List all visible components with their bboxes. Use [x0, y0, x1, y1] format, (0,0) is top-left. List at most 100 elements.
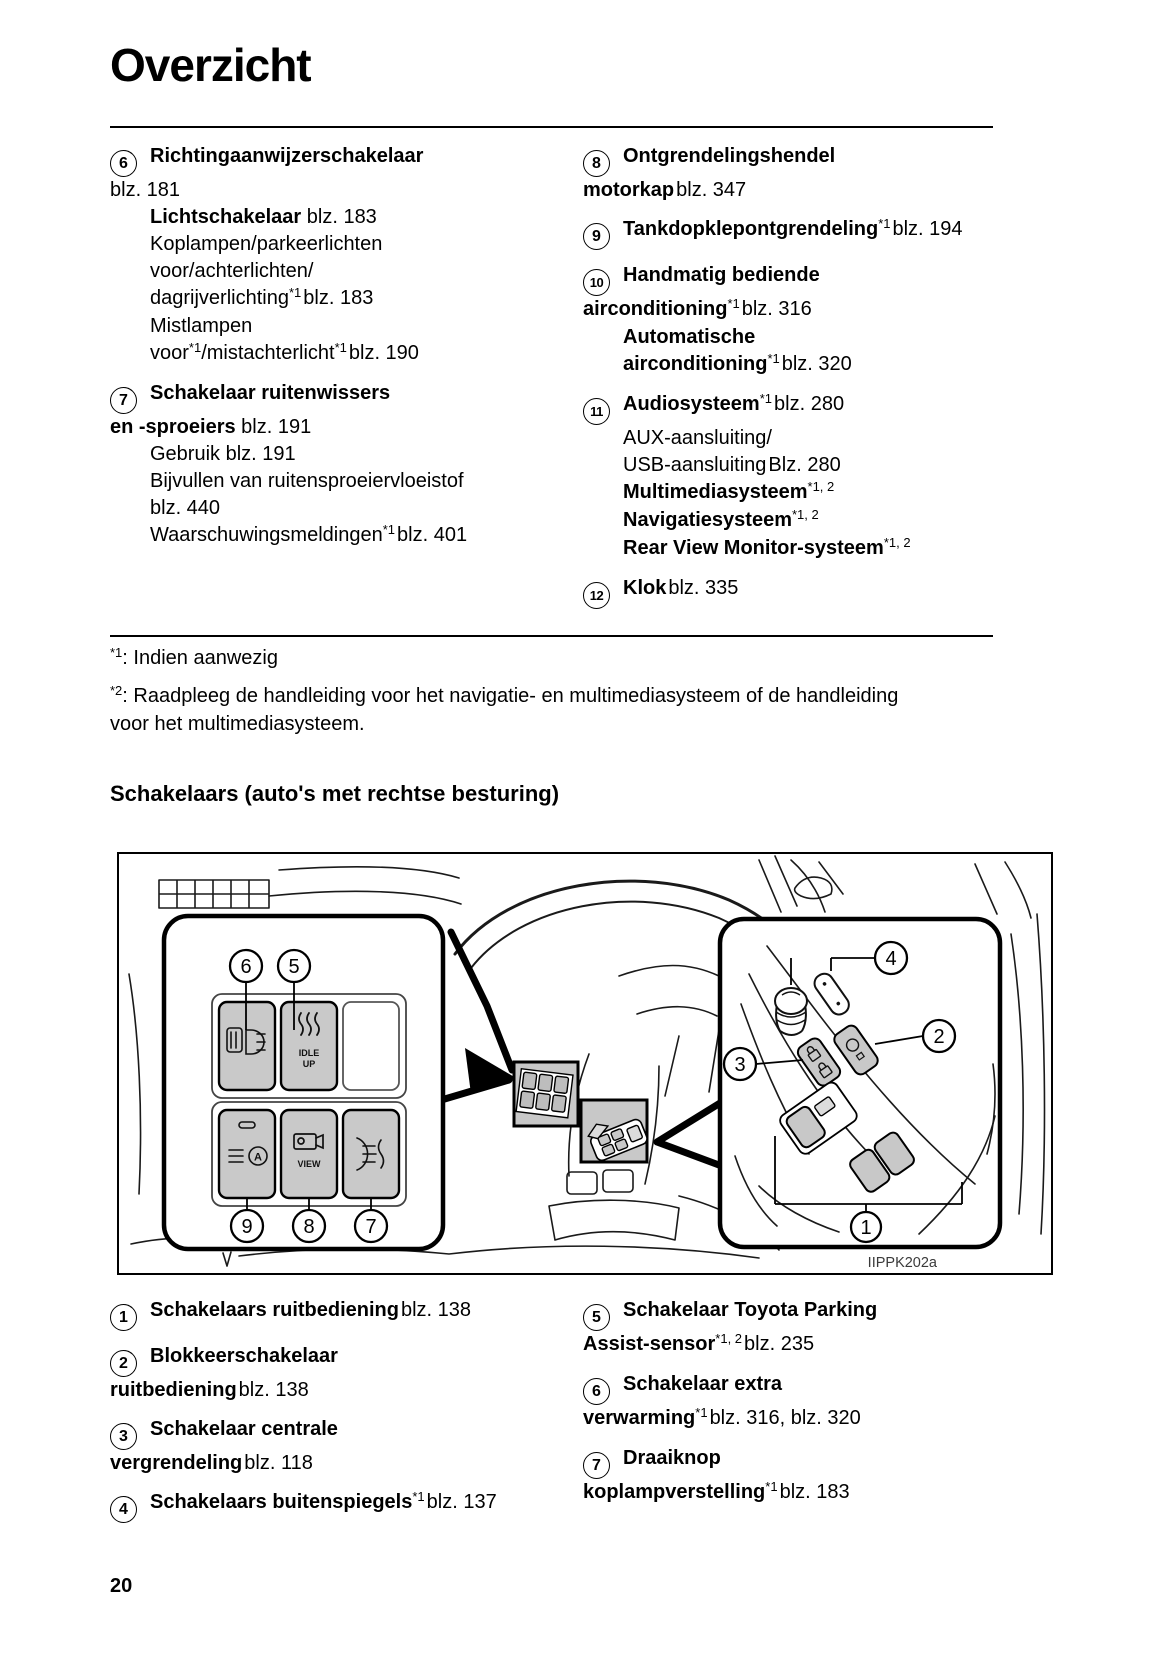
- window-lock-switch: [833, 1024, 879, 1076]
- item-label: Draaiknop: [623, 1447, 721, 1469]
- dashboard-switches-figure: IDLE UP A VIEW 6 5: [117, 852, 1053, 1275]
- page-reference: blz. 320: [781, 353, 852, 375]
- footnotes: *1: Indien aanwezig *2: Raadpleeg de han…: [110, 645, 1010, 738]
- figure-code: IIPPK202a: [868, 1255, 938, 1271]
- switch-legend-right-column: 5 Schakelaar Toyota Parking Assist-sensor…: [583, 1297, 1050, 1535]
- footnote-ref: *1: [188, 340, 202, 355]
- item-number-badge: 9: [583, 223, 610, 250]
- item-label: Schakelaar ruitenwissers: [150, 382, 391, 404]
- view-label: VIEW: [297, 1159, 321, 1169]
- callout-4: 4: [873, 940, 909, 976]
- footnote-text: : Raadpleeg de handleiding voor het navi…: [122, 685, 899, 707]
- footnote-2-continued: voor het multimediasysteem.: [110, 711, 1010, 738]
- page-reference: blz. 118: [244, 1452, 313, 1474]
- callout-6: 6: [228, 948, 264, 984]
- item-label: Richtingaanwijzerschakelaar: [150, 145, 424, 167]
- footnote-ref: *1: [767, 351, 780, 366]
- headlight-washer-switch: [217, 1000, 277, 1092]
- door-lock-switch: [796, 1037, 842, 1087]
- section-heading: Schakelaars (auto's met rechtse besturin…: [110, 781, 560, 806]
- idle-up-label-line1: IDLE: [299, 1048, 320, 1058]
- item-label: Schakelaar Toyota Parking: [623, 1299, 878, 1321]
- item-number-badge: 7: [110, 387, 137, 414]
- sub-label: Bijvullen van ruitensproeiervloeistof: [150, 470, 464, 492]
- item-label: Audiosysteem: [623, 393, 760, 415]
- sub-label: Navigatiesysteem: [623, 509, 792, 531]
- pointer-to-window-switch: [653, 1096, 731, 1172]
- item-number-badge: 7: [583, 1452, 610, 1479]
- page-reference: blz. 183: [303, 287, 374, 309]
- page-reference: blz. 347: [676, 179, 747, 201]
- sub-label: Waarschuwingsmeldingen: [150, 524, 383, 546]
- item-label: Schakelaar centrale: [150, 1418, 338, 1440]
- item-label: Assist-sensor: [583, 1333, 716, 1355]
- item-label: Klok: [623, 577, 667, 599]
- window-switch-inset: [579, 1098, 649, 1164]
- sub-label: /mistachterlicht: [201, 342, 335, 364]
- footnote-ref: *1: [288, 285, 302, 300]
- sub-label: voor: [150, 342, 189, 364]
- headlight-leveling-icon: [226, 1027, 266, 1055]
- fog-light-icon: [356, 1137, 385, 1171]
- footnote-ref: *1: [412, 1489, 425, 1504]
- item-label: Blokkeerschakelaar: [150, 1345, 338, 1367]
- item-label: Schakelaars ruitbediening: [150, 1299, 399, 1321]
- footnote-text: : Indien aanwezig: [122, 647, 278, 669]
- footnote-text: voor het multimediasysteem.: [110, 713, 365, 735]
- page-reference: Blz. 280: [768, 454, 841, 476]
- footnote-ref: *1, 2: [715, 1331, 743, 1346]
- item-number-badge: 5: [583, 1304, 610, 1331]
- pointer-wedge: [465, 1048, 516, 1094]
- svg-text:1: 1: [860, 1217, 871, 1239]
- footnote-marker: *2: [110, 683, 123, 698]
- heat-waves-icon: [298, 1012, 320, 1036]
- auto-highbeam-icon: [228, 1121, 268, 1166]
- sub-label: Lichtschakelaar: [150, 206, 302, 228]
- page-reference: blz. 137: [426, 1491, 497, 1513]
- sub-label: USB-aansluiting: [623, 454, 767, 476]
- svg-text:4: 4: [885, 948, 896, 970]
- page-reference: blz. 183: [301, 206, 377, 228]
- item-label: Ontgrendelingshendel: [623, 145, 836, 167]
- svg-text:3: 3: [734, 1054, 745, 1076]
- svg-text:6: 6: [240, 956, 251, 978]
- sub-label: Automatische: [623, 326, 756, 348]
- item-label: Schakelaar extra: [623, 1373, 783, 1395]
- page-reference: blz. 401: [397, 524, 468, 546]
- footnote-ref: *1, 2: [807, 479, 835, 494]
- item-number-badge: 2: [110, 1350, 137, 1377]
- svg-text:2: 2: [933, 1026, 944, 1048]
- blank-switch-slot: [342, 1001, 400, 1091]
- sub-label: dagrijverlichting: [150, 287, 289, 309]
- mirror-select-switch: [813, 972, 850, 1016]
- idle-up-label-line2: UP: [303, 1059, 316, 1069]
- item-number-badge: 6: [110, 150, 137, 177]
- footnote-ref: *1: [695, 1405, 708, 1420]
- item-label: vergrendeling: [110, 1452, 243, 1474]
- item-number-badge: 3: [110, 1423, 137, 1450]
- divider-middle: [110, 635, 993, 637]
- sub-label: AUX-aansluiting/: [623, 427, 772, 449]
- page-reference: blz. 194: [892, 218, 963, 240]
- item-label: en -sproeiers: [110, 416, 236, 438]
- mirror-adjust-knob: [774, 987, 808, 1036]
- page-title: Overzicht: [110, 39, 312, 91]
- page-reference: blz. 280: [774, 393, 845, 415]
- footnote-ref: *1: [334, 340, 347, 355]
- svg-text:5: 5: [288, 956, 299, 978]
- footnote-ref: *1: [382, 522, 396, 537]
- callout-5: 5: [276, 948, 312, 984]
- callout-2: 2: [921, 1018, 957, 1054]
- page-reference: blz. 335: [668, 577, 739, 599]
